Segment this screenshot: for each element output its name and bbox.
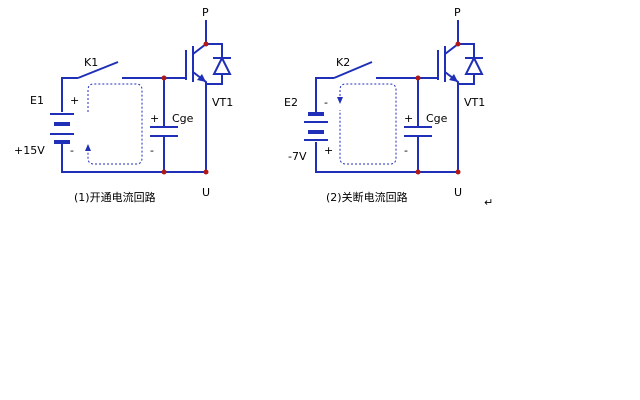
battery-sign-bottom: + [324,144,333,157]
wire-diode-top [458,43,475,58]
wire-left-top [315,77,334,112]
terminal-p-label: P [454,6,461,19]
igbt-emitter [192,71,207,172]
junction-node [203,169,209,175]
terminal-u-label: U [202,186,210,199]
source-label: E2 [284,96,298,109]
device-label: VT1 [464,96,485,109]
battery-sign-top: + [70,94,79,107]
terminal-u-label: U [454,186,462,199]
current-arrow-icon [337,97,343,104]
caption-turn-off: (2)关断电流回路 [326,190,408,204]
cap-sign-top: + [404,112,413,125]
current-arrow-icon [85,144,91,151]
wire-diode-bottom [206,74,223,85]
switch-k1 [77,61,119,79]
return-mark: ↵ [484,196,493,209]
junction-node [415,75,421,81]
junction-node [161,75,167,81]
wire-bottom [315,142,458,173]
emitter-arrow-icon [197,74,206,82]
wire-bottom [61,144,206,173]
capacitor-label: Cge [172,112,194,125]
battery-sign-top: - [324,96,328,109]
junction-node [203,41,209,47]
switch-label: K2 [336,56,350,69]
igbt-collector [192,20,207,55]
emitter-arrow-icon [449,74,458,82]
junction-node [455,169,461,175]
switch-k2 [333,61,373,79]
turn-off-circuit: P K2 E2 - -7V + + - Cge VT1 U (2)关断电流回路 [284,6,485,204]
wire-diode-top [206,43,223,58]
igbt-collector [444,20,459,55]
current-loop [87,83,143,165]
device-label: VT1 [212,96,233,109]
caption-turn-on: (1)开通电流回路 [74,190,156,204]
wire-diode-bottom [458,74,475,85]
cap-sign-bottom: - [150,144,154,157]
terminal-p-label: P [202,6,209,19]
cap-sign-top: + [150,112,159,125]
junction-node [455,41,461,47]
junction-node [161,169,167,175]
capacitor-label: Cge [426,112,448,125]
cap-sign-bottom: - [404,144,408,157]
current-loop [339,83,397,165]
voltage-label: +15V [14,144,45,157]
diode-icon [464,55,484,75]
turn-on-circuit: P K1 E1 + +15V - + - Cge VT1 U (1)开通电流回路 [14,6,233,204]
voltage-label: -7V [288,150,307,163]
wire-left-top [61,77,78,112]
diode-icon [212,55,232,75]
battery-sign-bottom: - [70,144,74,157]
junction-node [415,169,421,175]
source-label: E1 [30,94,44,107]
switch-label: K1 [84,56,98,69]
